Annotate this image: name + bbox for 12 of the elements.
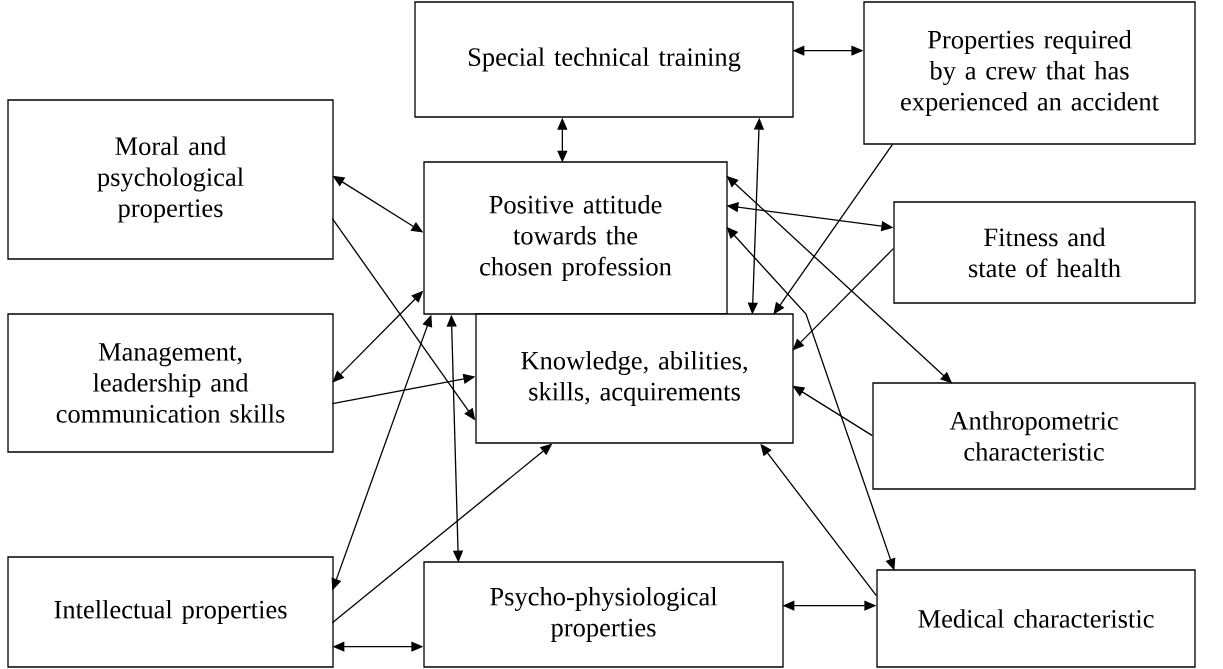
- box: Anthropometric characteristic: [872, 382, 1196, 490]
- box: Fitness and state of health: [893, 201, 1196, 304]
- box: Management, leadership and communication skills: [7, 313, 334, 453]
- box: Moral and psychological properties: [7, 99, 334, 260]
- box: Intellectual properties: [7, 556, 334, 668]
- box: Medical characteristic: [876, 569, 1196, 668]
- box: Positive attitude towards the chosen profession: [423, 161, 728, 315]
- arrow: [792, 248, 894, 351]
- box: Properties required by a crew that has experienced an accident: [863, 1, 1196, 145]
- box: Knowledge, abilities, skills, acquirements: [475, 313, 794, 444]
- box: Special technical training: [414, 1, 794, 118]
- box: Psycho-physiological properties: [423, 561, 784, 668]
